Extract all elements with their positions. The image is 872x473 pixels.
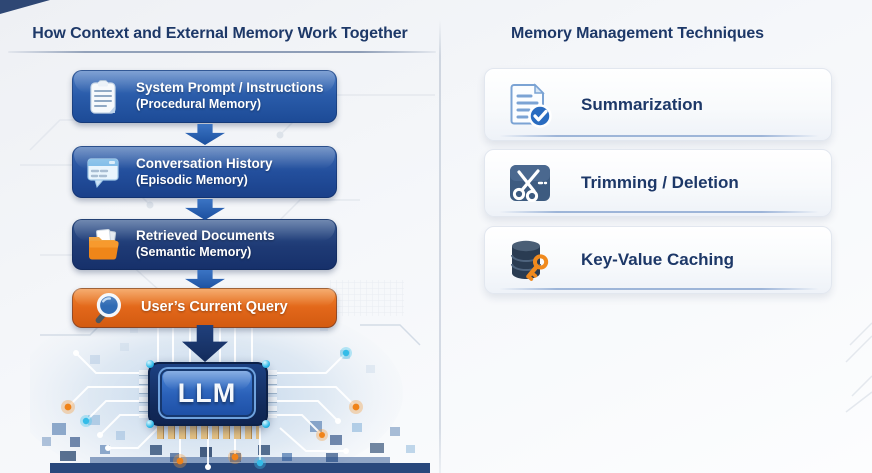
flow-box-system-prompt: System Prompt / Instructions (Procedural… <box>72 70 337 123</box>
panel-divider <box>439 20 441 473</box>
card-label: Key-Value Caching <box>581 250 735 269</box>
left-panel-title: How Context and External Memory Work Tog… <box>32 25 408 42</box>
flow-box-label: User’s Current Query <box>141 299 288 316</box>
magnifier-icon <box>95 293 122 324</box>
right-panel-title: Memory Management Techniques <box>511 25 764 42</box>
chip-body: LLM <box>146 360 270 428</box>
llm-label: LLM <box>177 377 237 408</box>
chip-corner-dot <box>262 420 270 428</box>
chip-pins-right <box>268 370 277 418</box>
clipboard-icon <box>90 79 116 114</box>
flow-box-sublabel: (Procedural Memory) <box>136 97 262 112</box>
chip-corner-dot <box>146 360 154 368</box>
folder-icon <box>89 228 119 260</box>
chat-window-icon <box>87 158 119 189</box>
card-label: Summarization <box>581 94 703 114</box>
llm-chip: LLM <box>139 360 277 440</box>
flow-box-label: System Prompt / Instructions <box>136 80 324 96</box>
document-check-icon <box>510 82 552 128</box>
chip-corner-dot <box>262 360 270 368</box>
left-title-underline <box>8 51 436 53</box>
database-key-icon <box>511 240 549 281</box>
corner-accent <box>0 0 50 14</box>
chip-screen: LLM <box>160 369 254 417</box>
flow-box-retrieved-documents: Retrieved Documents (Semantic Memory) <box>72 219 337 270</box>
flow-box-label: Retrieved Documents <box>136 228 275 244</box>
scissors-icon <box>510 165 550 203</box>
flow-box-sublabel: (Semantic Memory) <box>136 245 252 260</box>
flow-box-user-query: User’s Current Query <box>72 288 337 328</box>
card-trimming-deletion: Trimming / Deletion <box>484 149 832 217</box>
flow-box-sublabel: (Episodic Memory) <box>136 172 248 187</box>
chip-pins-bottom <box>157 426 259 439</box>
card-summarization: Summarization <box>484 68 832 141</box>
chip-corner-dot <box>146 420 154 428</box>
card-key-value-caching: Key-Value Caching <box>484 226 832 294</box>
flow-box-conversation-history: Conversation History (Episodic Memory) <box>72 146 337 198</box>
chip-pins-left <box>139 370 148 418</box>
card-label: Trimming / Deletion <box>581 173 739 192</box>
flow-box-label: Conversation History <box>136 155 273 171</box>
